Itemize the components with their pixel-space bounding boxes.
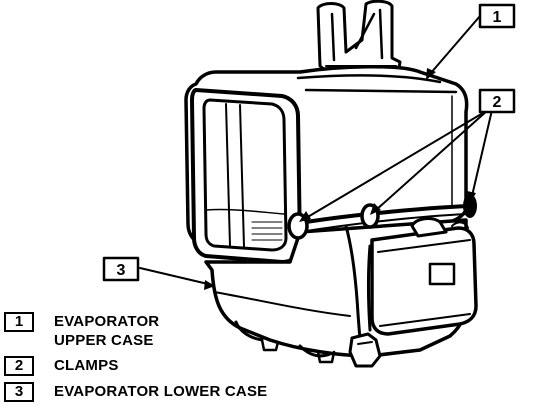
vacuum-hose bbox=[344, 224, 382, 368]
callout-2: 2 bbox=[478, 88, 516, 114]
legend-label-3: EVAPORATOR LOWER CASE bbox=[54, 382, 267, 401]
callout-2-number: 2 bbox=[493, 94, 502, 111]
legend-item-2: 2 CLAMPS bbox=[4, 356, 334, 376]
legend-label-2-line-1: CLAMPS bbox=[54, 357, 119, 374]
callout-1-number: 1 bbox=[493, 9, 502, 26]
callout-3-number: 3 bbox=[117, 262, 126, 279]
legend-item-1: 1 EVAPORATOR UPPER CASE bbox=[4, 312, 334, 350]
legend: 1 EVAPORATOR UPPER CASE 2 CLAMPS 3 EVAPO… bbox=[4, 312, 334, 408]
legend-label-2: CLAMPS bbox=[54, 356, 119, 375]
control-module bbox=[370, 217, 478, 336]
legend-item-3: 3 EVAPORATOR LOWER CASE bbox=[4, 382, 334, 402]
legend-number-2: 2 bbox=[4, 356, 34, 376]
legend-number-3: 3 bbox=[4, 382, 34, 402]
clamp-right bbox=[463, 194, 477, 218]
legend-label-1: EVAPORATOR UPPER CASE bbox=[54, 312, 159, 350]
callout-1: 1 bbox=[478, 3, 516, 29]
callout-3: 3 bbox=[102, 256, 140, 282]
legend-label-1-line-1: EVAPORATOR bbox=[54, 313, 160, 330]
leader-lines bbox=[139, 15, 493, 290]
legend-number-1: 1 bbox=[4, 312, 34, 332]
legend-label-1-line-2: UPPER CASE bbox=[54, 332, 154, 349]
top-pipe-fittings bbox=[316, 0, 402, 76]
legend-label-3-line-1: EVAPORATOR LOWER CASE bbox=[54, 383, 268, 400]
clamped-tube bbox=[287, 194, 477, 240]
